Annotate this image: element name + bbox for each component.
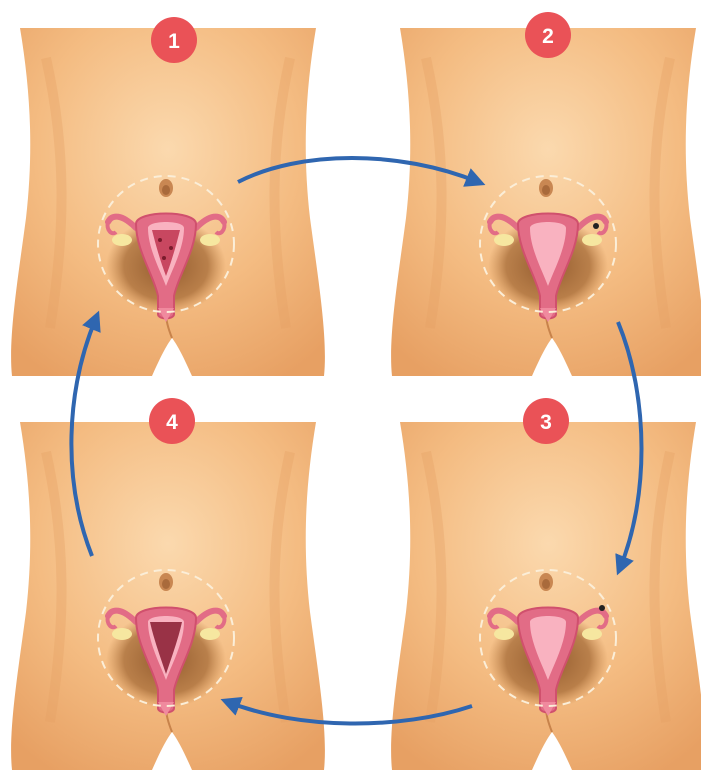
stage-3-number: 3: [540, 411, 552, 434]
stage-3-badge: 3: [523, 398, 569, 444]
stage-4-badge: 4: [149, 398, 195, 444]
stage-4-number: 4: [166, 411, 178, 434]
stage-3-panel: [391, 422, 701, 770]
stage-1-panel: [11, 28, 325, 376]
stage-2-panel: [391, 28, 701, 376]
stage-1-badge: 1: [151, 17, 197, 63]
stage-1-number: 1: [168, 30, 180, 53]
stage-2-badge: 2: [525, 12, 571, 58]
stage-2-number: 2: [542, 25, 554, 48]
